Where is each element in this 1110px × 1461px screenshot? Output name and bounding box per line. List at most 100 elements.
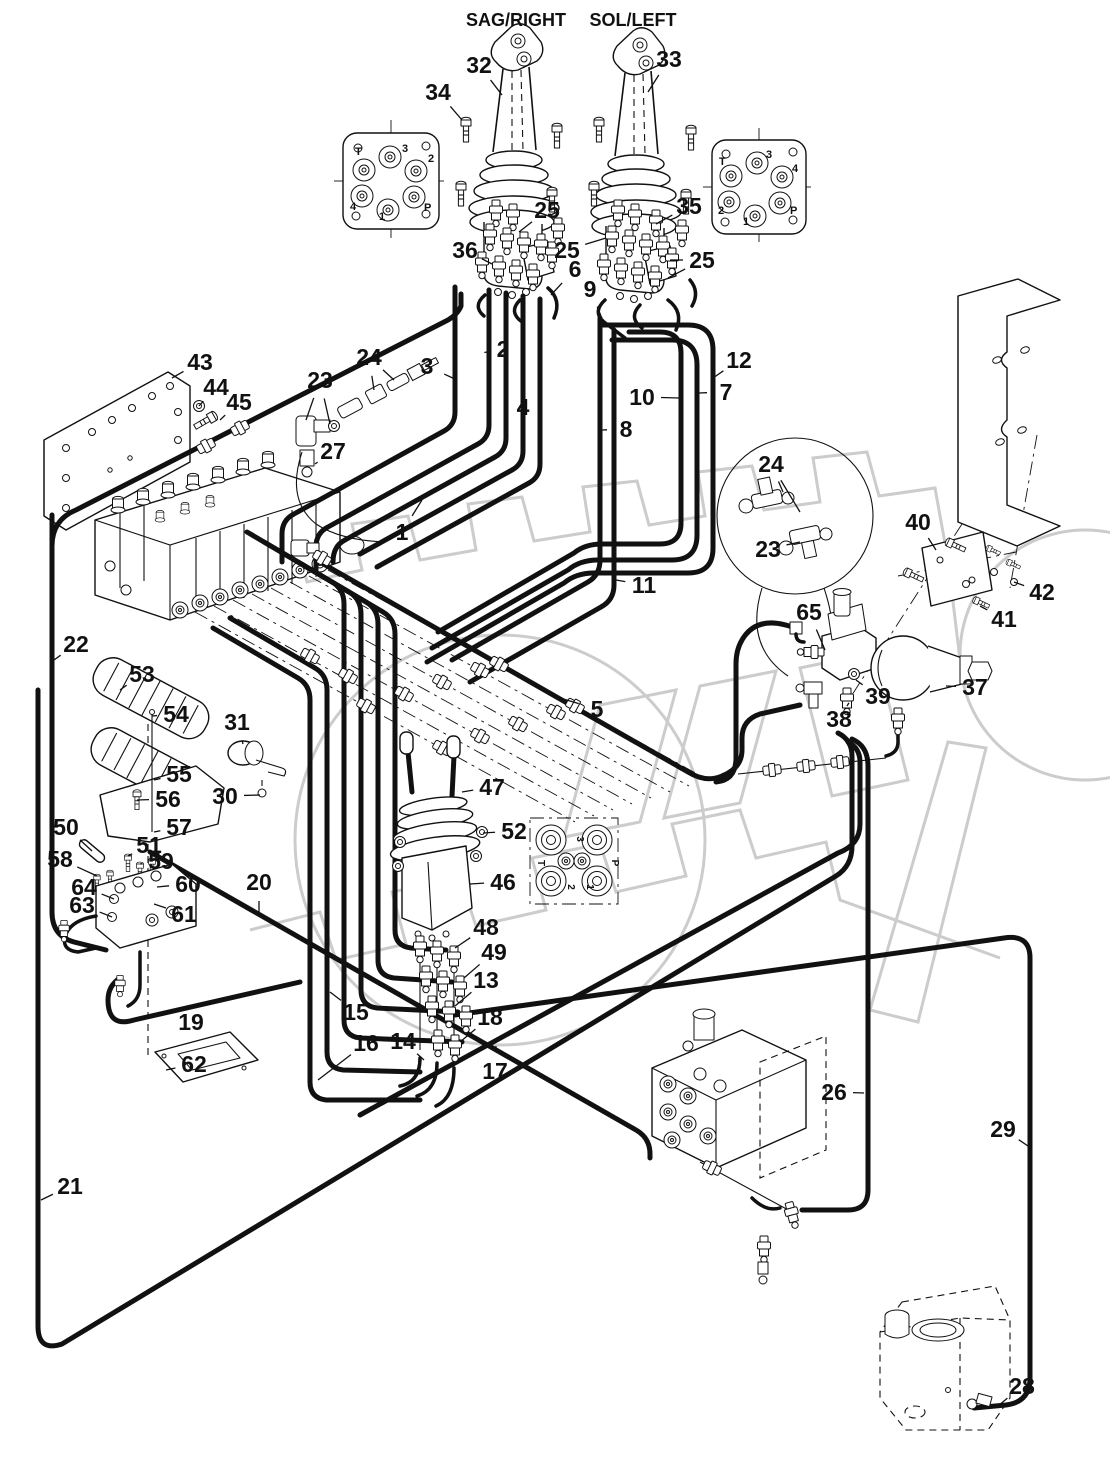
callout-52: 52 xyxy=(501,818,527,844)
callout-leader-16 xyxy=(317,1054,352,1081)
accumulator-assembly xyxy=(737,588,993,778)
callout-leader-25 xyxy=(518,221,533,233)
callout-leader-36 xyxy=(481,258,493,265)
callout-leader-49 xyxy=(463,963,481,979)
callout-53: 53 xyxy=(129,661,155,687)
callout-leader-3 xyxy=(443,373,458,381)
callout-leader-25 xyxy=(667,268,686,279)
bottom-control-valve xyxy=(651,1008,827,1285)
callout-25: 25 xyxy=(534,197,560,223)
label-sag-right: SAG/RIGHT xyxy=(466,10,566,30)
callout-leader-19 xyxy=(196,1003,199,1007)
block-label: T xyxy=(535,860,546,866)
port-label: P xyxy=(424,202,431,214)
callout-leader-33 xyxy=(647,74,660,93)
callout-37: 37 xyxy=(962,674,988,700)
callout-15: 15 xyxy=(343,999,369,1025)
hydraulic-tank xyxy=(879,1285,1011,1431)
callout-5: 5 xyxy=(591,696,604,722)
callout-28: 28 xyxy=(1009,1373,1035,1399)
callout-leader-21 xyxy=(40,1193,54,1201)
callout-31: 31 xyxy=(224,709,250,735)
callout-41: 41 xyxy=(991,606,1017,632)
callout-leader-64 xyxy=(101,893,115,900)
callout-leader-53 xyxy=(119,684,128,691)
port-label: P xyxy=(790,205,797,217)
callout-34: 34 xyxy=(425,79,451,105)
pedal-assembly xyxy=(58,657,225,1008)
watermark xyxy=(239,450,1110,1047)
callout-leader-6 xyxy=(550,282,563,296)
callout-26: 26 xyxy=(821,1079,847,1105)
callout-leader-38 xyxy=(846,702,850,707)
port-plate-right: T 3 4 2 1 P xyxy=(711,139,807,235)
callout-24: 24 xyxy=(356,344,382,370)
callout-leader-41 xyxy=(979,605,988,611)
callout-35: 35 xyxy=(676,193,702,219)
callout-leader-14 xyxy=(416,1053,425,1061)
callout-11: 11 xyxy=(632,572,657,598)
mounting-plate-43 xyxy=(43,371,220,531)
callout-6: 6 xyxy=(569,256,582,282)
callout-58: 58 xyxy=(47,846,73,872)
callout-leader-57 xyxy=(153,830,161,833)
callout-50: 50 xyxy=(53,814,79,840)
callout-leader-31 xyxy=(241,740,244,745)
port-label: 4 xyxy=(350,201,357,213)
callout-leader-48 xyxy=(454,937,471,949)
callout-leader-13 xyxy=(454,991,472,1007)
block-label: 2 xyxy=(565,884,576,890)
port-plate-left: T 3 2 4 1 P xyxy=(342,132,440,230)
callout-59: 59 xyxy=(148,848,174,874)
callout-4: 4 xyxy=(517,394,530,420)
block-label: P xyxy=(609,860,620,867)
callout-20: 20 xyxy=(246,869,272,895)
port-label: 3 xyxy=(402,143,408,155)
callout-leader-25 xyxy=(584,237,607,246)
callout-leader-58 xyxy=(76,866,98,877)
callout-36: 36 xyxy=(452,237,478,263)
callout-leader-32 xyxy=(490,79,503,96)
callout-62: 62 xyxy=(181,1051,207,1077)
callout-12: 12 xyxy=(726,347,752,373)
grommet-31 xyxy=(227,740,287,798)
callout-49: 49 xyxy=(481,939,507,965)
callout-leader-24 xyxy=(371,375,375,391)
callout-30: 30 xyxy=(212,783,238,809)
callout-leader-23 xyxy=(786,541,801,546)
callout-leader-24 xyxy=(382,369,395,381)
callout-29: 29 xyxy=(990,1116,1016,1142)
callout-51: 51 xyxy=(136,832,162,858)
callout-33: 33 xyxy=(656,46,682,72)
callout-9: 9 xyxy=(584,276,597,302)
callout-leader-44 xyxy=(198,400,204,407)
callout-8: 8 xyxy=(620,416,633,442)
callout-61: 61 xyxy=(171,901,197,927)
callout-48: 48 xyxy=(473,914,499,940)
callout-leader-28 xyxy=(997,1397,1008,1407)
callout-22: 22 xyxy=(63,631,89,657)
callout-leader-11 xyxy=(615,579,626,583)
callout-leader-46 xyxy=(469,882,485,885)
callout-leader-51 xyxy=(127,853,133,857)
callout-32: 32 xyxy=(466,52,492,78)
callout-leader-45 xyxy=(219,414,226,421)
callout-55: 55 xyxy=(166,761,192,787)
callout-45: 45 xyxy=(226,389,252,415)
callout-2: 2 xyxy=(497,336,510,362)
fitting-cluster-sag xyxy=(475,199,565,324)
callout-leader-63 xyxy=(99,911,113,918)
callout-64: 64 xyxy=(71,874,97,900)
callout-44: 44 xyxy=(203,374,229,400)
callout-layer: 1234567891011121314151617181920212223242… xyxy=(40,46,1055,1407)
callout-leader-1 xyxy=(411,499,423,517)
port-label: 2 xyxy=(428,153,434,165)
callout-63: 63 xyxy=(69,892,95,918)
port-label: 1 xyxy=(379,211,385,223)
callout-1: 1 xyxy=(396,519,409,545)
callout-leader-62 xyxy=(165,1067,176,1071)
callout-47: 47 xyxy=(479,774,505,800)
callout-leader-9 xyxy=(596,306,602,317)
callout-leader-40 xyxy=(927,537,937,551)
callout-25: 25 xyxy=(689,247,715,273)
